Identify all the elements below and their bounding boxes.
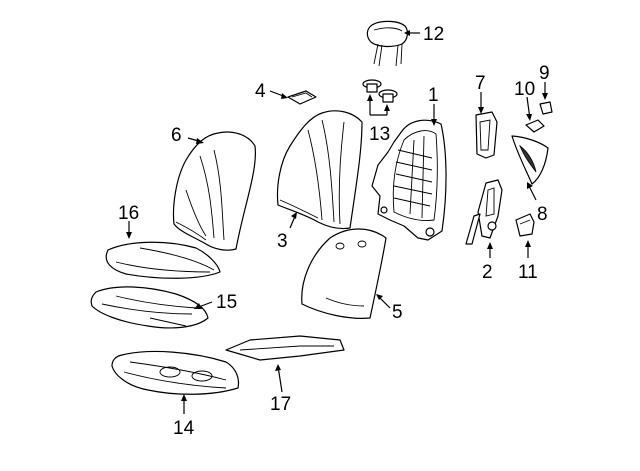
callout-10: 10 — [514, 79, 535, 100]
callout-labels: 12 4 1 7 9 10 13 6 8 16 3 2 11 15 5 17 1… — [118, 24, 550, 439]
part-12-headrest — [366, 20, 408, 67]
part-9-clip — [539, 101, 553, 115]
callout-8: 8 — [537, 204, 548, 225]
callout-4: 4 — [255, 81, 266, 102]
callout-1: 1 — [428, 85, 439, 106]
callout-3: 3 — [277, 231, 288, 252]
callout-11: 11 — [518, 262, 538, 283]
part-6-backrest-cover — [172, 131, 257, 251]
part-8-trim-cover — [511, 135, 549, 185]
part-16-cushion-cover — [105, 241, 221, 279]
callout-14: 14 — [173, 418, 195, 439]
part-11-switch — [515, 213, 535, 237]
part-5-back-panel — [301, 228, 387, 319]
callout-17: 17 — [270, 394, 291, 415]
part-1-backrest-frame — [371, 119, 447, 241]
callout-16: 16 — [118, 203, 139, 224]
callout-15: 15 — [216, 292, 237, 313]
callout-7: 7 — [475, 73, 486, 94]
part-17-under-panel — [225, 335, 345, 361]
part-3-backrest-pad — [276, 110, 363, 230]
callout-2: 2 — [482, 262, 493, 283]
part-15-cushion-pad — [90, 286, 209, 329]
leader-lines — [126, 30, 548, 414]
part-4-clip — [287, 90, 317, 105]
part-7-side-panel — [475, 111, 498, 159]
callout-5: 5 — [392, 302, 403, 323]
part-10-clip — [525, 119, 545, 133]
callout-12: 12 — [423, 24, 444, 45]
part-14-seat-pan — [111, 350, 240, 395]
part-2-recliner — [465, 179, 503, 245]
callout-6: 6 — [171, 125, 182, 146]
part-13-guides — [362, 79, 398, 103]
callout-13: 13 — [369, 124, 390, 145]
callout-9: 9 — [539, 63, 550, 84]
